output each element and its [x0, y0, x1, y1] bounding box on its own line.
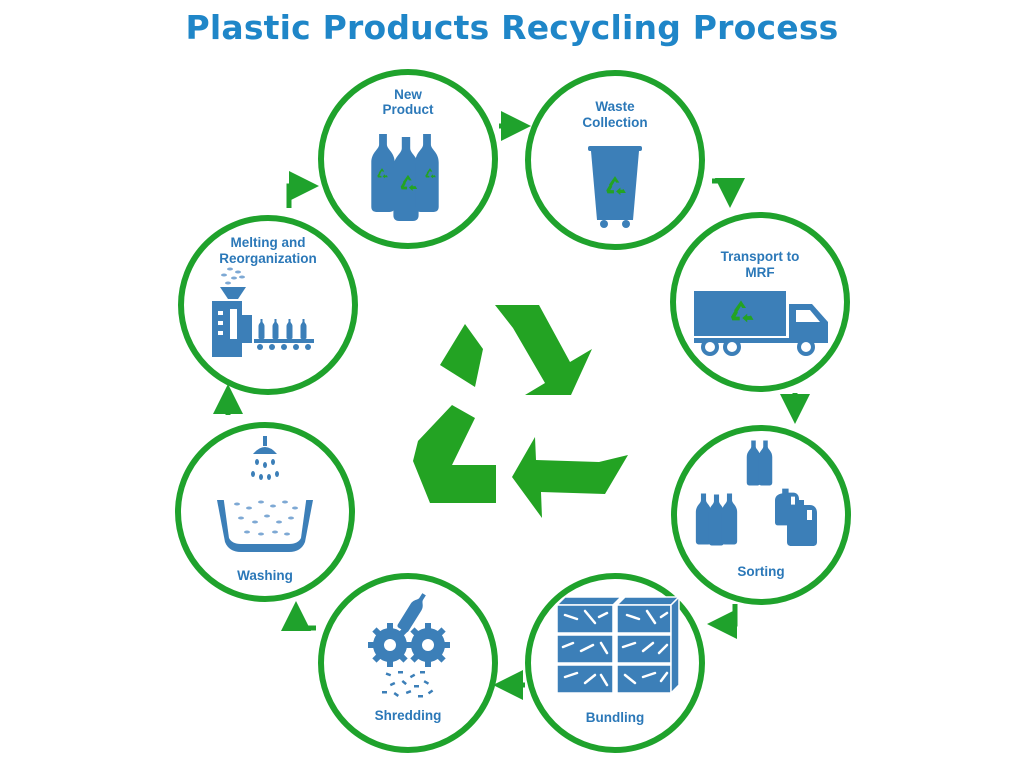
step-label-bundling: Bundling	[586, 710, 644, 725]
page-title: Plastic Products Recycling Process	[185, 8, 839, 47]
bottles-icon	[371, 134, 439, 221]
step-label-shredding: Shredding	[375, 708, 442, 723]
step-label-sorting: Sorting	[737, 564, 784, 579]
recycle-bin-icon	[588, 146, 642, 228]
step-bundling: Bundling	[525, 573, 705, 753]
step-label-transport-1: Transport to	[721, 249, 800, 264]
cycle-arrows	[213, 111, 810, 700]
step-waste-collection: Waste Collection	[525, 70, 705, 250]
step-label-melting-1: Melting and	[231, 235, 306, 250]
shredder-icon	[368, 590, 450, 698]
arrow-sorting-to-bundling	[707, 604, 738, 639]
step-washing: Washing	[175, 422, 355, 602]
step-transport: Transport to MRF	[670, 212, 850, 392]
step-label-waste-2: Collection	[582, 115, 647, 130]
step-circle	[671, 425, 851, 605]
step-shredding: Shredding	[318, 573, 498, 753]
production-line-icon	[212, 267, 314, 357]
step-label-melting-2: Reorganization	[219, 251, 317, 266]
recycle-icon	[413, 305, 628, 518]
step-label-washing: Washing	[237, 568, 293, 583]
step-label-waste-1: Waste	[595, 99, 635, 114]
arrow-shredding-to-washing	[281, 601, 316, 631]
step-label-transport-2: MRF	[745, 265, 774, 280]
bales-icon	[555, 595, 681, 695]
step-melting: Melting and Reorganization	[178, 215, 358, 395]
washing-tub-icon	[217, 436, 313, 552]
arrow-waste-to-transport	[712, 178, 745, 208]
step-label-new-product-2: Product	[382, 102, 434, 117]
arrow-melting-to-new	[286, 171, 319, 208]
step-label-new-product-1: New	[394, 87, 422, 102]
truck-icon	[694, 291, 828, 356]
step-circle	[318, 573, 498, 753]
step-sorting: Sorting	[671, 425, 851, 605]
step-new-product: New Product	[318, 69, 498, 249]
